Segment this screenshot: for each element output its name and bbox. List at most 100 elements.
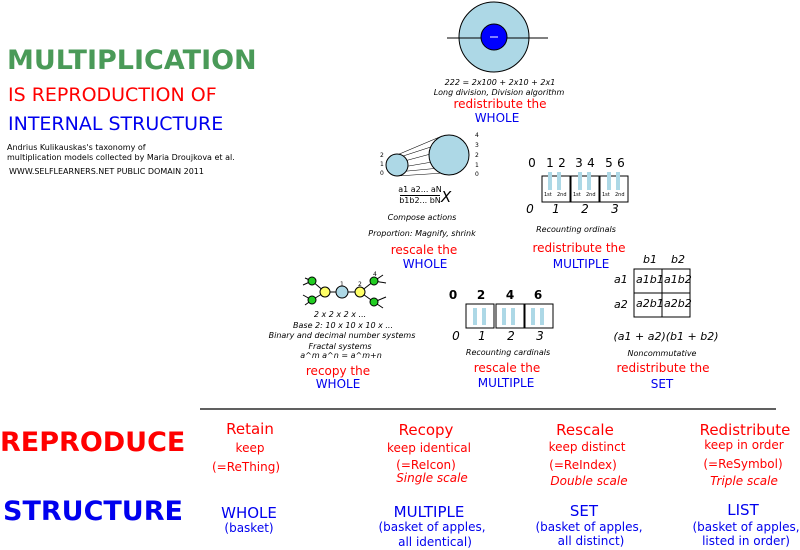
verb-recopy: Recopy: [398, 421, 454, 439]
verb-scale: Single scale: [396, 471, 468, 485]
credit-line-2: multiplication models collected by Maria…: [7, 153, 235, 162]
structure-sub-1: (basket of apples,: [535, 520, 643, 534]
cardinal-top-label: 0: [448, 288, 458, 302]
set-obj: SET: [650, 377, 674, 391]
verb-sub: keep in order: [704, 438, 784, 452]
cardinal-top-label: 2: [476, 288, 486, 302]
credit-line-3: WWW.SELFLEARNERS.NET PUBLIC DOMAIN 2011: [9, 167, 204, 176]
ordinal-op: redistribute the: [532, 241, 626, 255]
prop-left-tick: 2: [380, 152, 384, 159]
ordinal-cell-label: 2nd: [586, 192, 596, 198]
prop-fraction-numerator: a1 a2... aN: [398, 185, 442, 194]
ordinal-cell-label: 1st: [573, 192, 581, 198]
place-value-circles: [447, 1, 548, 73]
tree-line-2: Base 2: 10 x 10 x 10 x ...: [293, 321, 393, 330]
prop-left-tick: 1: [380, 161, 384, 168]
cardinal-bottom-label: 2: [507, 329, 515, 343]
set-formula: (a1 + a2)(b1 + b2): [613, 330, 719, 343]
prop-right-tick: 3: [475, 142, 479, 149]
verb-sub: keep identical: [387, 441, 471, 455]
structure-list: LIST: [727, 501, 759, 519]
tree-line-1: 2 x 2 x 2 x ...: [313, 310, 367, 319]
prop-right-tick: 4: [475, 132, 479, 139]
verb-rescale: Rescale: [556, 421, 614, 439]
structure-sub-1: (basket of apples,: [692, 520, 800, 534]
cardinal-bottom-label: 3: [536, 329, 544, 343]
verb-tag: (=ReIndex): [549, 458, 617, 472]
verb-sub: keep: [235, 441, 265, 455]
structure-whole: WHOLE: [221, 504, 277, 522]
ordinals-boxes: [541, 172, 629, 203]
set-row-header: a2: [614, 298, 628, 311]
ordinal-top-label: 0: [528, 156, 536, 170]
verb-sub: keep distinct: [548, 440, 626, 454]
set-grid: [633, 268, 691, 318]
verb-tag: (=ReSymbol): [703, 457, 783, 471]
place-value-formula: 222 = 2x100 + 2x10 + 2x1: [444, 78, 556, 87]
place-value-desc: Long division, Division algorithm: [433, 88, 565, 97]
prop-x-symbol: X: [441, 188, 452, 206]
cardinal-obj: MULTIPLE: [477, 376, 535, 390]
cardinals-boxes: [465, 303, 554, 329]
ordinal-top-label: 5: [605, 156, 613, 170]
ordinal-bottom-label: 3: [611, 202, 619, 216]
tree-line-4: Fractal systems: [308, 342, 372, 351]
ordinal-bottom-label: 0: [526, 202, 534, 216]
ordinal-cell-label: 1st: [602, 192, 610, 198]
set-desc: Noncommutative: [627, 349, 697, 358]
set-row-header: a1: [614, 273, 628, 286]
ordinal-cell-label: 2nd: [557, 192, 567, 198]
prop-obj: WHOLE: [402, 257, 448, 271]
prop-right-tick: 1: [475, 162, 479, 169]
ordinal-bottom-label: 1: [552, 202, 560, 216]
structure-sub-2: listed in order): [702, 534, 790, 548]
prop-fraction-denominator: b1b2... bN: [399, 196, 441, 205]
cardinal-op: rescale the: [473, 361, 541, 375]
tree-obj: WHOLE: [315, 377, 361, 391]
page-title: MULTIPLICATION: [7, 45, 257, 76]
tree-power-rule: a^m a^n = a^m+n: [300, 351, 382, 360]
set-cell: a1b2: [664, 273, 692, 286]
prop-right-tick: 0: [475, 171, 479, 178]
ordinal-top-label: 2: [558, 156, 566, 170]
tree-label: 4: [373, 271, 377, 278]
cardinal-top-label: 4: [505, 288, 515, 302]
set-cell: a2b2: [664, 297, 692, 310]
structure-set: SET: [569, 502, 599, 520]
prop-op: rescale the: [390, 243, 458, 257]
prop-right-tick: 2: [475, 152, 479, 159]
ordinal-cell-label: 2nd: [615, 192, 625, 198]
ordinal-top-label: 3: [575, 156, 583, 170]
tree-op: recopy the: [305, 364, 371, 378]
cardinal-bottom-label: 1: [478, 329, 486, 343]
verb-tag: (=ReIcon): [396, 458, 456, 472]
binary-tree: [302, 274, 387, 309]
cardinal-bottom-label: 0: [452, 329, 460, 343]
set-col-header: b1: [643, 253, 657, 266]
credit-line-1: Andrius Kulikauskas's taxonomy of: [7, 143, 146, 152]
prop-fraction-bar: [400, 195, 440, 196]
ordinal-top-label: 6: [617, 156, 625, 170]
place-value-obj: WHOLE: [474, 111, 520, 125]
cardinal-desc: Recounting cardinals: [465, 348, 551, 357]
tree-label: 2: [358, 281, 362, 288]
structure-sub-2: all identical): [398, 535, 472, 549]
reproduce-label: REPRODUCE: [0, 427, 186, 458]
ordinal-cell-label: 1st: [544, 192, 552, 198]
set-cell: a1b1: [636, 273, 664, 286]
verb-tag: (=ReThing): [211, 460, 281, 474]
prop-desc-2: Proportion: Magnify, shrink: [368, 229, 476, 238]
structure-sub-1: (basket): [224, 521, 274, 535]
verb-redistribute: Redistribute: [699, 421, 791, 439]
ordinal-top-label: 4: [587, 156, 595, 170]
subtitle-line-3: INTERNAL STRUCTURE: [8, 113, 224, 135]
proportion-cone: [385, 134, 470, 177]
subtitle-line-2: IS REPRODUCTION OF: [8, 84, 217, 106]
cardinal-top-label: 6: [533, 288, 543, 302]
set-cell: a2b1: [636, 297, 664, 310]
structure-sub-2: all distinct): [557, 534, 625, 548]
structure-multiple: MULTIPLE: [393, 503, 465, 521]
structure-label: STRUCTURE: [3, 496, 183, 527]
prop-desc-1: Compose actions: [387, 213, 457, 222]
